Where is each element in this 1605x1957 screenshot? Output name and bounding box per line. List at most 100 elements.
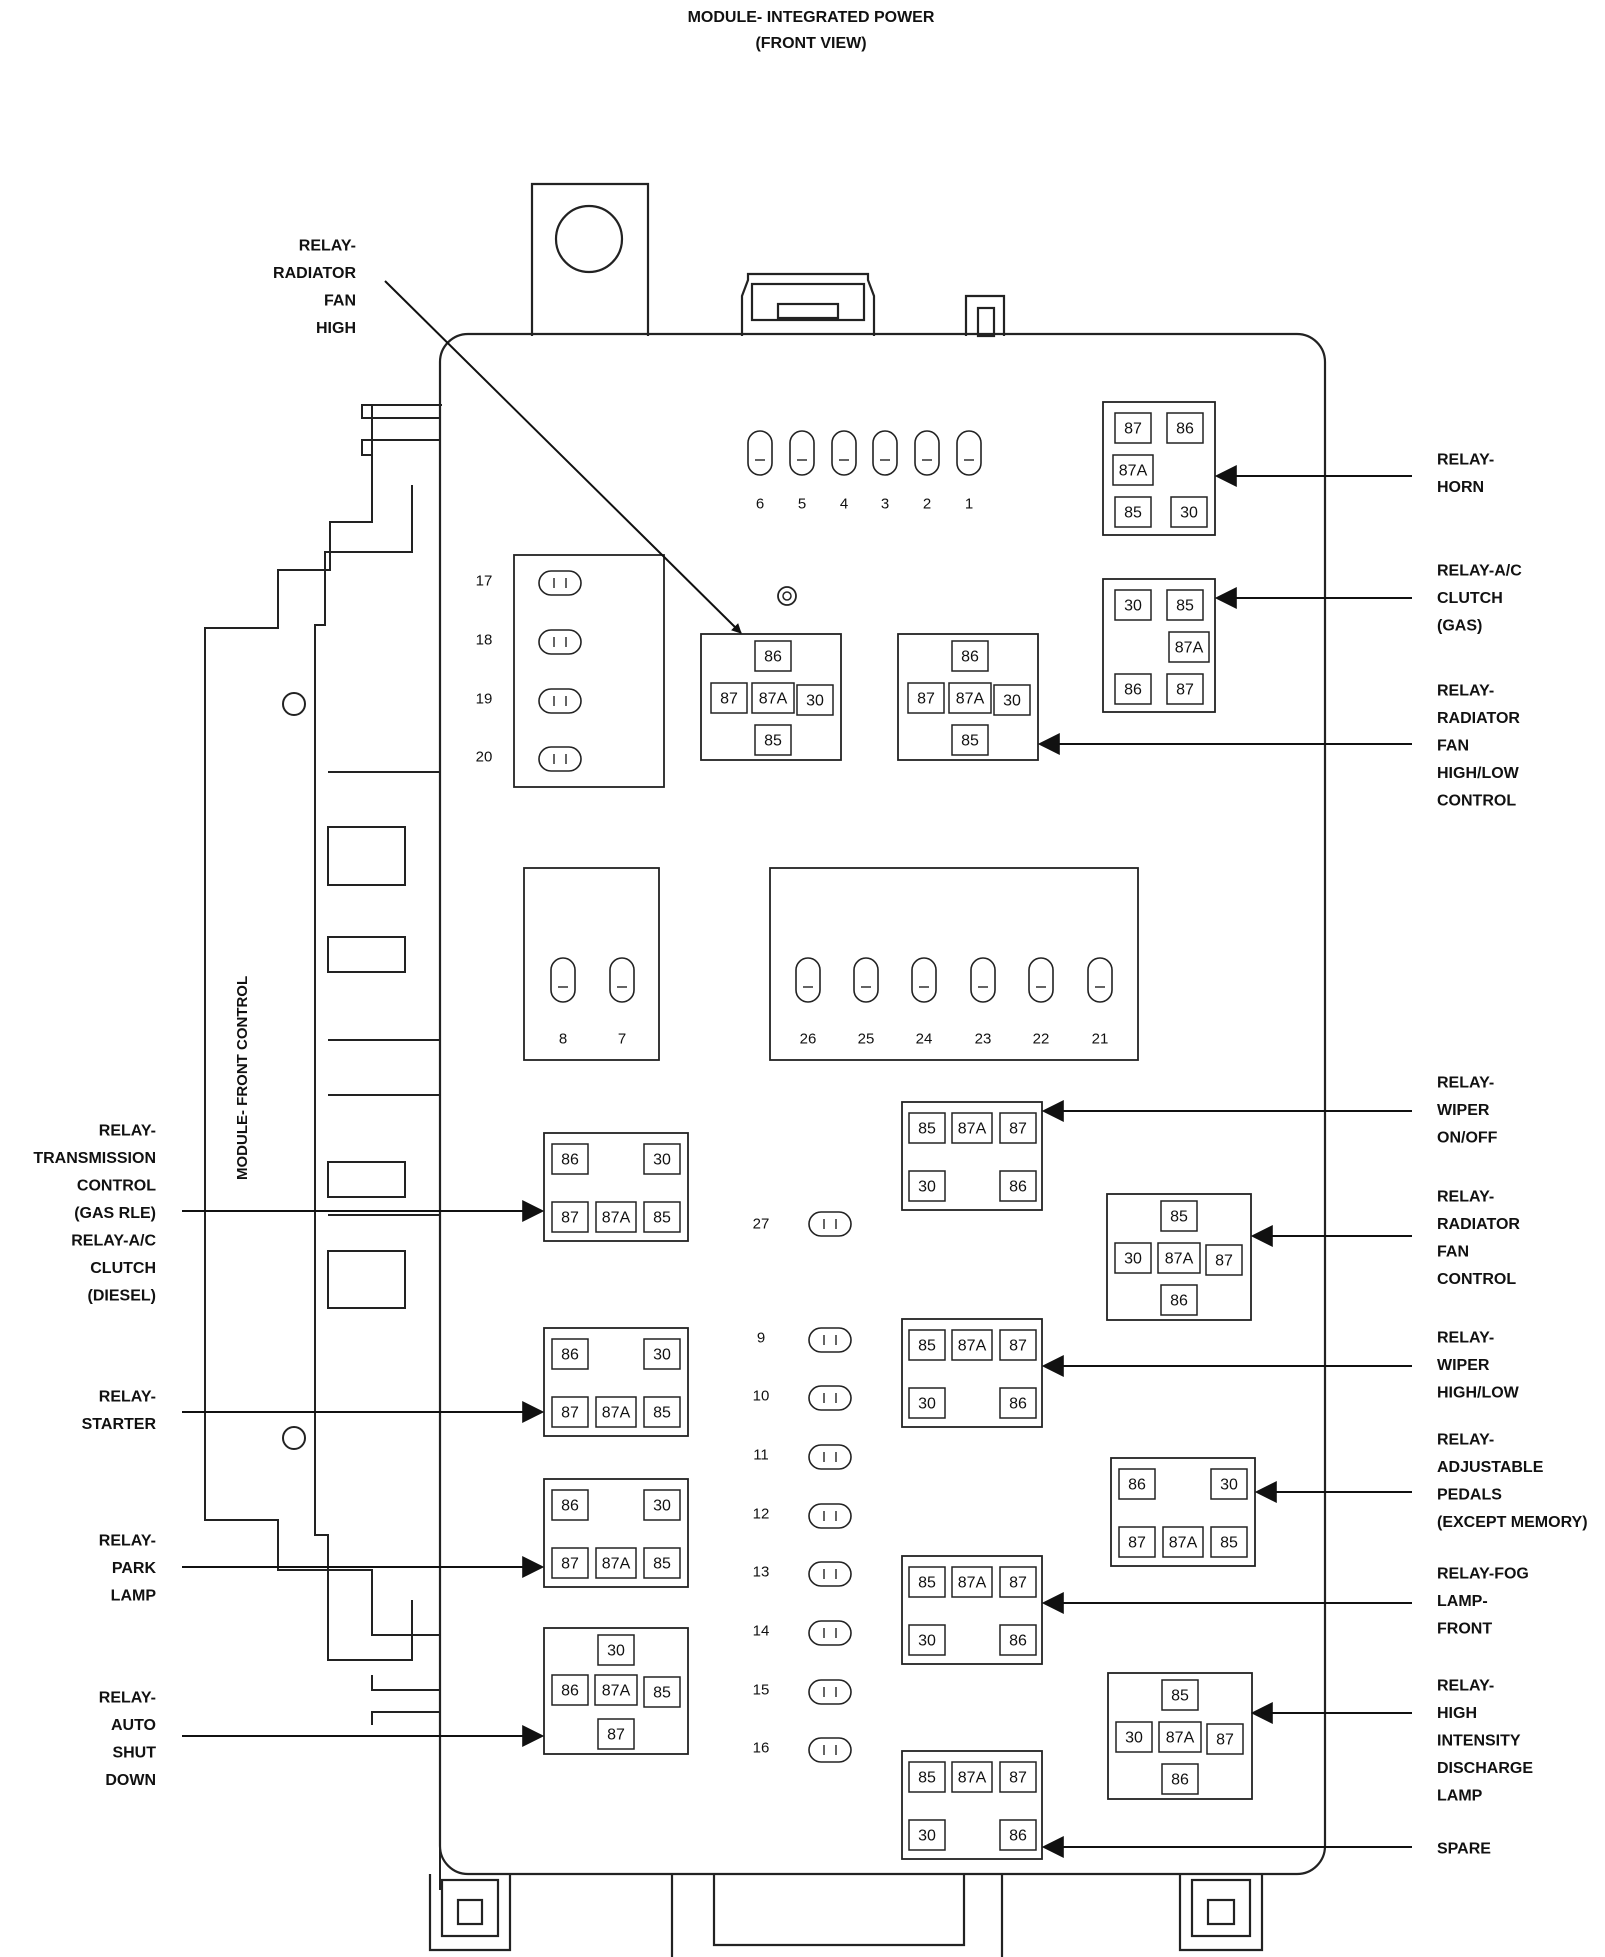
- relay-pin-85: 85: [653, 1685, 671, 1702]
- callout-label: LAMP: [1437, 1788, 1483, 1805]
- fuse: [808, 1620, 852, 1646]
- fuse: [747, 430, 773, 476]
- relay-pin-87: 87: [607, 1727, 625, 1744]
- relay-pin-87a: 87A: [958, 1121, 987, 1138]
- relay-pin-30: 30: [1124, 1251, 1142, 1268]
- fuse-number: 22: [1033, 1031, 1050, 1048]
- fuse-number: 6: [756, 496, 764, 513]
- callout-label: (GAS RLE): [74, 1205, 156, 1222]
- fuse: [853, 957, 879, 1003]
- fuse: [1028, 957, 1054, 1003]
- fuse: [538, 688, 582, 714]
- callout-label: ADJUSTABLE: [1437, 1459, 1544, 1476]
- callout-label: WIPER: [1437, 1102, 1490, 1119]
- fuse: [538, 629, 582, 655]
- relay-pin-87: 87: [1176, 682, 1194, 699]
- fuse-number: 24: [916, 1031, 933, 1048]
- relay-pin-85: 85: [1124, 505, 1142, 522]
- relay-pin-85: 85: [653, 1405, 671, 1422]
- relay-pin-30: 30: [607, 1643, 625, 1660]
- fuse: [808, 1561, 852, 1587]
- callout-label: RELAY-: [1437, 452, 1494, 469]
- relay-pin-87a: 87A: [602, 1556, 631, 1573]
- fuse-number: 5: [798, 496, 806, 513]
- fuse: [914, 430, 940, 476]
- diagram-title: MODULE- INTEGRATED POWER: [688, 9, 935, 26]
- relay-pin-30: 30: [653, 1152, 671, 1169]
- callout-label: RELAY-: [299, 238, 356, 255]
- fuse-number: 15: [753, 1682, 770, 1699]
- callout-starter: RELAY-STARTER: [82, 1389, 545, 1433]
- fuse-number: 11: [753, 1447, 769, 1464]
- relay-pin-87a: 87A: [1119, 463, 1148, 480]
- callout-label: HIGH/LOW: [1437, 1385, 1520, 1402]
- relay-pin-86: 86: [764, 649, 782, 666]
- front-control-module: [204, 404, 442, 1890]
- relay-pin-86: 86: [561, 1683, 579, 1700]
- callout-label: INTENSITY: [1437, 1733, 1521, 1750]
- fuse: [808, 1385, 852, 1411]
- fuse: [538, 570, 582, 596]
- relay-pin-86: 86: [1170, 1293, 1188, 1310]
- relay-pin-30: 30: [918, 1633, 936, 1650]
- relay-pin-85: 85: [918, 1770, 936, 1787]
- callout-label: WIPER: [1437, 1357, 1490, 1374]
- relay-pin-87a: 87A: [1175, 640, 1204, 657]
- fuse-number: 12: [753, 1506, 770, 1523]
- relay-pin-86: 86: [1176, 421, 1194, 438]
- relay-pin-86: 86: [561, 1347, 579, 1364]
- callout-label: FAN: [1437, 1244, 1469, 1261]
- relay-pin-87: 87: [1124, 421, 1142, 438]
- relay-pin-85: 85: [1171, 1688, 1189, 1705]
- callout-label: CLUTCH: [90, 1260, 156, 1277]
- callouts: RELAY-RADIATORFANHIGHRELAY-HORNRELAY-A/C…: [33, 238, 1588, 1858]
- callout-label: CLUTCH: [1437, 590, 1503, 607]
- callout-label: FAN: [324, 293, 356, 310]
- fuse: [808, 1503, 852, 1529]
- callout-label: LAMP-: [1437, 1593, 1488, 1610]
- relay-pin-87: 87: [1009, 1338, 1027, 1355]
- callout-label: HORN: [1437, 479, 1484, 496]
- callout-label: TRANSMISSION: [33, 1150, 156, 1167]
- relay-pin-87a: 87A: [1169, 1535, 1198, 1552]
- callout-label: FAN: [1437, 738, 1469, 755]
- callout-label: FRONT: [1437, 1621, 1492, 1638]
- relay-pin-86: 86: [1124, 682, 1142, 699]
- callout-label: RELAY-: [99, 1389, 156, 1406]
- relay-pin-86: 86: [1009, 1828, 1027, 1845]
- relay-pin-85: 85: [1220, 1535, 1238, 1552]
- relay-pin-85: 85: [918, 1338, 936, 1355]
- fuse: [911, 957, 937, 1003]
- relay-pin-85: 85: [764, 733, 782, 750]
- relay-pin-87: 87: [1215, 1253, 1233, 1270]
- relay-pin-87: 87: [1009, 1770, 1027, 1787]
- callout-label: RELAY-A/C: [71, 1233, 156, 1250]
- fuse-number: 26: [800, 1031, 817, 1048]
- relay-pin-86: 86: [1009, 1179, 1027, 1196]
- fuse: [609, 957, 635, 1003]
- relay-pin-86: 86: [561, 1498, 579, 1515]
- relay-pin-30: 30: [918, 1179, 936, 1196]
- fuse-number: 2: [923, 496, 931, 513]
- callout-label: (GAS): [1437, 618, 1482, 635]
- callout-label: HIGH: [1437, 1705, 1477, 1722]
- relay-pin-87a: 87A: [1166, 1730, 1195, 1747]
